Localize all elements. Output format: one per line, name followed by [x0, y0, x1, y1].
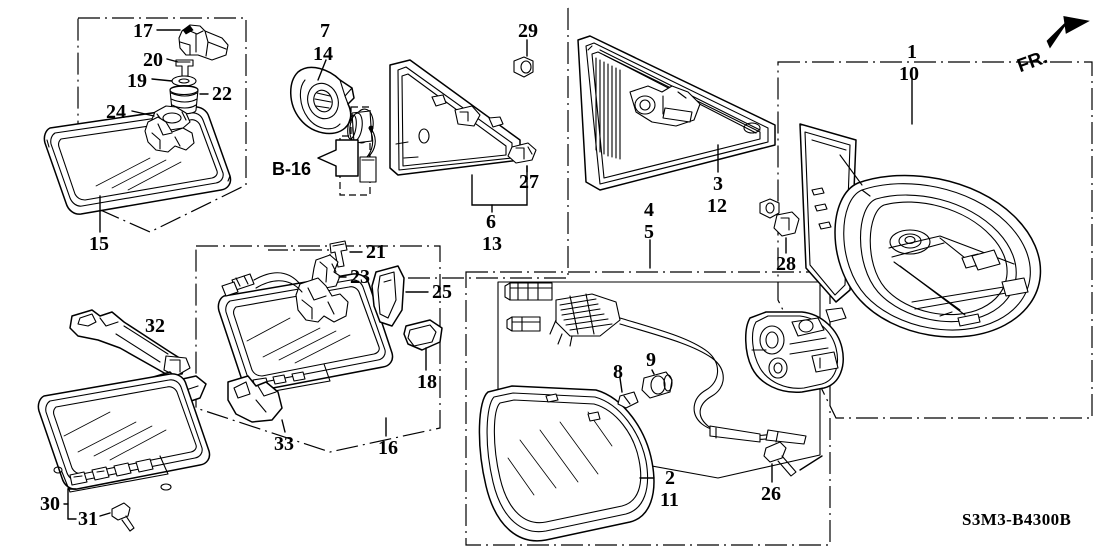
callout-14: 14 — [313, 43, 333, 65]
part-6-13-garnish — [389, 59, 521, 176]
part-harness-16 — [221, 272, 303, 297]
part-19-washer — [171, 75, 197, 87]
leader-14 — [317, 59, 327, 81]
part-harness-4-5 — [504, 282, 807, 445]
callout-5: 5 — [644, 221, 654, 243]
callout-28: 28 — [776, 253, 796, 275]
diagram-code: S3M3-B4300B — [962, 510, 1072, 529]
part-18-cover — [403, 319, 443, 351]
part-25-cover — [371, 265, 405, 327]
part-33-cover — [227, 375, 286, 433]
callout-8: 8 — [613, 361, 623, 383]
callout-9: 9 — [646, 349, 656, 371]
panel-boundary-1-10 — [777, 61, 1093, 419]
callout-29: 29 — [518, 20, 538, 42]
part-3-12-quarter-glass — [577, 35, 776, 191]
panel-boundary-4-5 — [465, 271, 831, 546]
callout-25: 25 — [432, 281, 452, 303]
part-30-inner-mirror-autodim — [37, 373, 211, 493]
callout-27: 27 — [519, 171, 539, 193]
leaders-panel-16 — [338, 251, 429, 437]
part-8-bulb — [617, 377, 639, 409]
part-28-holder — [759, 198, 800, 254]
callout-20: 20 — [143, 49, 163, 71]
part-mirror-actuator — [745, 307, 847, 393]
panel-boundary-16 — [195, 245, 441, 453]
callout-17: 17 — [133, 20, 153, 42]
leader-30-31 — [63, 488, 111, 520]
part-7-14-mirror-holder — [290, 66, 355, 135]
callout-15: 15 — [89, 233, 109, 255]
callout-21: 21 — [366, 241, 386, 263]
callout-16: 16 — [378, 437, 398, 459]
part-31-screw — [111, 502, 135, 532]
callout-3: 3 — [713, 173, 723, 195]
callout-13: 13 — [482, 233, 502, 255]
callout-19: 19 — [127, 70, 147, 92]
panel-boundary-6-13 — [268, 8, 569, 279]
callout-30: 30 — [40, 493, 60, 515]
part-27-clip — [507, 142, 537, 164]
callout-1: 1 — [907, 41, 917, 63]
dashed-box-b16 — [339, 106, 371, 196]
part-mirror-stem-bracket — [144, 116, 195, 153]
b16-arrow — [317, 139, 359, 177]
callout-11: 11 — [660, 489, 679, 511]
callout-10: 10 — [899, 63, 919, 85]
cross-reference-b16: B-16 — [272, 159, 312, 179]
part-16-inner-mirror — [217, 273, 394, 396]
part-9-socket — [641, 369, 673, 399]
part-mirror-stem-16 — [295, 277, 349, 323]
callout-26: 26 — [761, 483, 781, 505]
callout-33: 33 — [274, 433, 294, 455]
callout-22: 22 — [212, 83, 232, 105]
callout-4: 4 — [644, 199, 654, 221]
callout-7: 7 — [320, 20, 330, 42]
callout-12: 12 — [707, 195, 727, 217]
part-17-mount-bracket — [178, 24, 229, 61]
leaders-panel-15 — [99, 29, 209, 233]
callout-2: 2 — [665, 467, 675, 489]
callout-18: 18 — [417, 371, 437, 393]
fr-arrow-icon — [1046, 15, 1090, 49]
part-mirror-motor — [347, 108, 377, 183]
callout-31: 31 — [78, 508, 98, 530]
callout-23: 23 — [350, 266, 370, 288]
callout-6: 6 — [486, 211, 496, 233]
leaders-panel-6-13 — [471, 39, 528, 213]
part-21-screw — [329, 240, 348, 268]
part-32-holder — [69, 309, 191, 377]
part-1-10-door-mirror — [799, 123, 1042, 338]
part-2-11-mirror-glass — [478, 385, 655, 542]
part-inner-mirror-15 — [43, 106, 232, 215]
callout-24: 24 — [106, 101, 126, 123]
callout-32: 32 — [145, 315, 165, 337]
part-26-screw — [763, 441, 823, 483]
part-29-nut — [513, 56, 534, 78]
